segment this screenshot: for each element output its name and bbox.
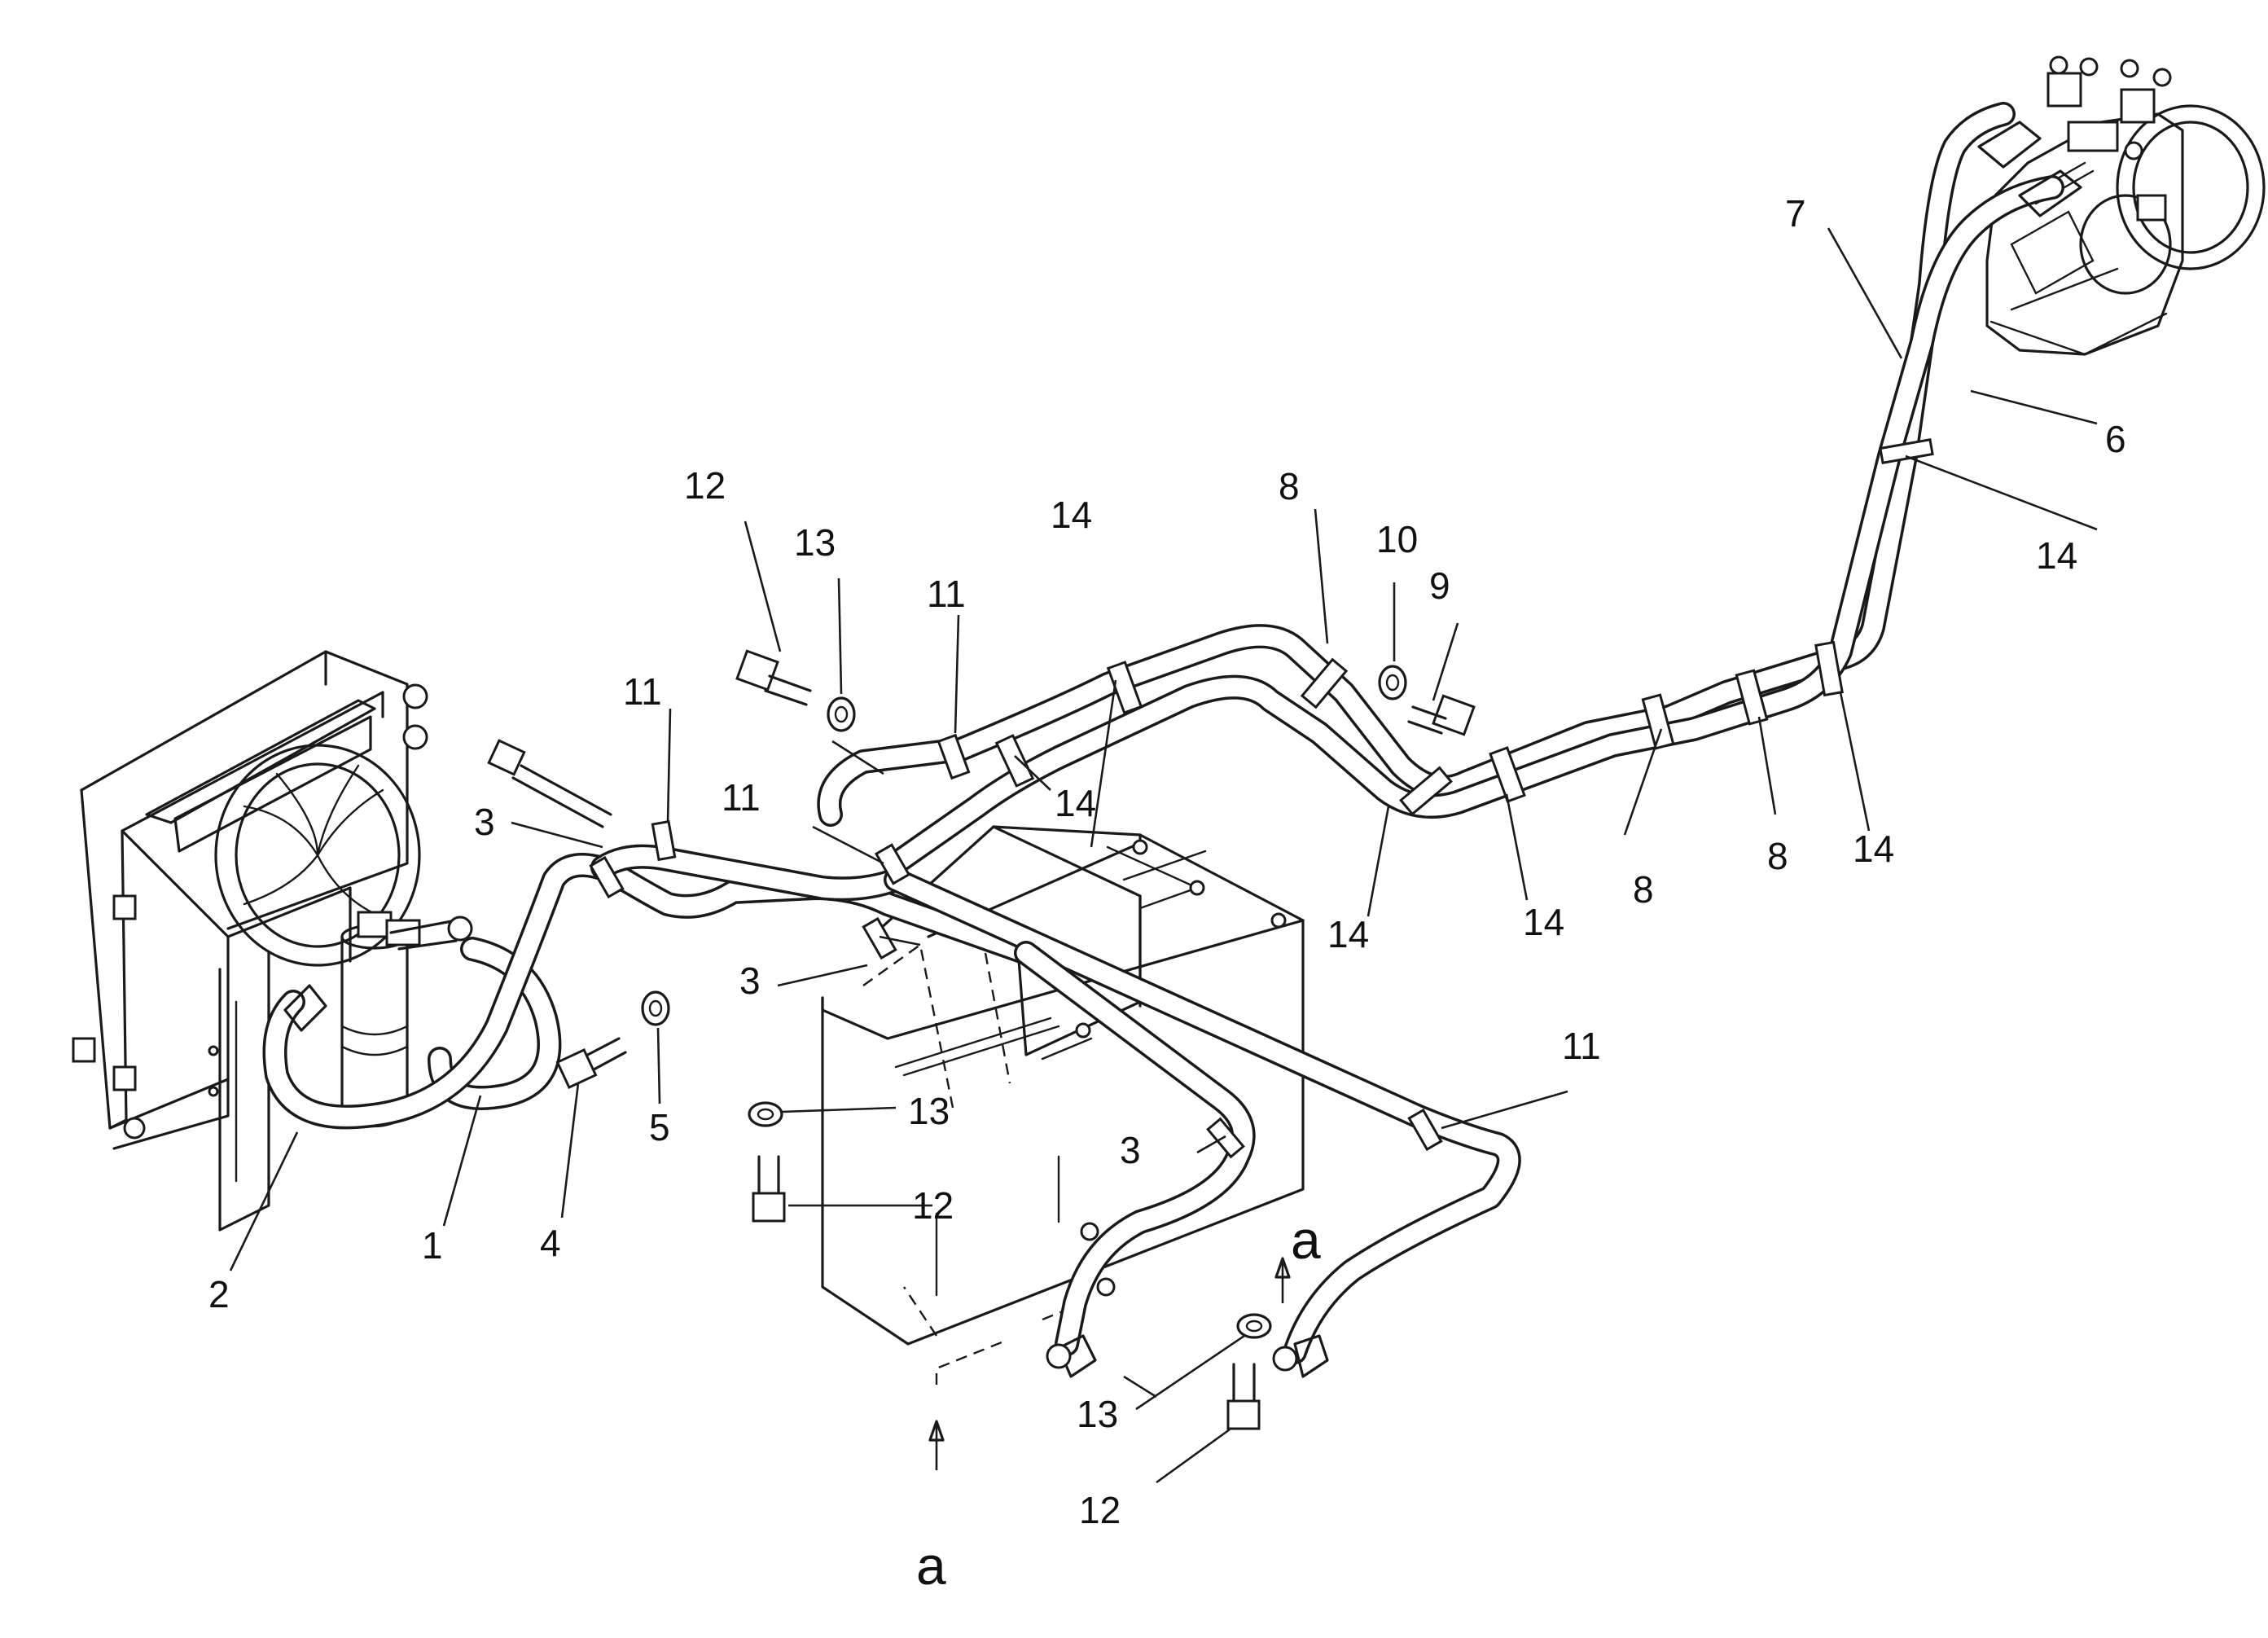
label-14c: 14 bbox=[1327, 913, 1369, 955]
label-11d: 11 bbox=[1562, 1025, 1601, 1067]
label-14b: 14 bbox=[1055, 782, 1096, 824]
fasteners bbox=[487, 649, 1476, 1430]
label-4: 4 bbox=[540, 1222, 561, 1264]
label-9: 9 bbox=[1429, 564, 1450, 607]
label-12b: 12 bbox=[912, 1184, 954, 1227]
label-7: 7 bbox=[1785, 192, 1806, 235]
hose-end-fittings bbox=[283, 121, 2082, 1378]
label-1: 1 bbox=[422, 1224, 443, 1267]
label-12a: 12 bbox=[684, 464, 726, 507]
label-11c: 11 bbox=[722, 776, 761, 819]
label-12c: 12 bbox=[1079, 1489, 1121, 1531]
label-13c: 13 bbox=[1077, 1393, 1118, 1435]
label-6: 6 bbox=[2105, 418, 2126, 460]
label-5: 5 bbox=[649, 1106, 670, 1148]
view-label-a-right: a bbox=[1291, 1210, 1321, 1270]
label-14e: 14 bbox=[1853, 828, 1894, 870]
label-11b: 11 bbox=[623, 670, 662, 713]
clamp-bands bbox=[589, 438, 1934, 1159]
label-10: 10 bbox=[1376, 518, 1418, 560]
leader-lines bbox=[229, 227, 2098, 1484]
label-3c: 3 bbox=[1120, 1129, 1141, 1171]
label-8c: 8 bbox=[1767, 835, 1788, 877]
label-3a: 3 bbox=[474, 801, 495, 843]
label-14d: 14 bbox=[1523, 901, 1564, 943]
condenser-unit bbox=[72, 650, 473, 1232]
label-13a: 13 bbox=[794, 521, 836, 564]
part-labels: 1 2 3 3 3 4 5 6 7 8 8 8 9 10 11 11 11 11… bbox=[208, 192, 2126, 1596]
label-2: 2 bbox=[208, 1273, 230, 1315]
label-13b: 13 bbox=[908, 1090, 950, 1132]
label-14f: 14 bbox=[2036, 534, 2077, 577]
view-label-a-lower: a bbox=[916, 1535, 946, 1596]
compressor bbox=[1985, 55, 2266, 356]
label-11a: 11 bbox=[927, 573, 966, 615]
label-8b: 8 bbox=[1633, 868, 1654, 911]
label-3b: 3 bbox=[739, 960, 761, 1002]
label-8a: 8 bbox=[1279, 465, 1300, 507]
hoses bbox=[262, 102, 2064, 1364]
label-14a: 14 bbox=[1051, 494, 1092, 536]
